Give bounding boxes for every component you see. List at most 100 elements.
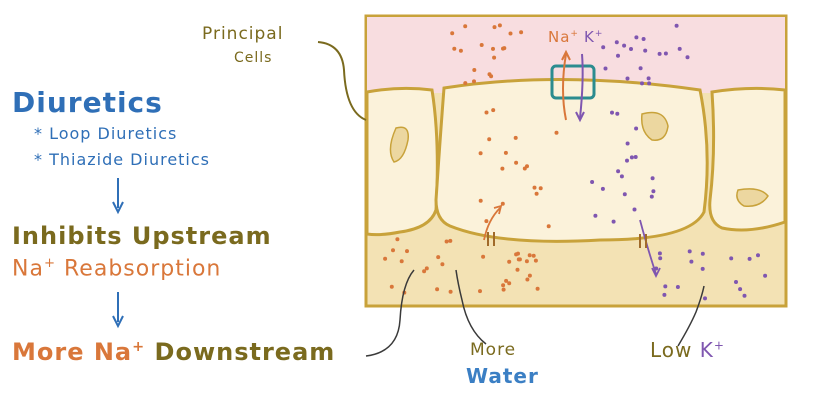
sodium-dot bbox=[472, 79, 476, 84]
potassium-dot bbox=[616, 169, 621, 174]
sodium-dot bbox=[524, 259, 529, 264]
sodium-dot bbox=[501, 283, 506, 288]
sodium-dot bbox=[538, 186, 543, 191]
reabsorption-word: Reabsorption bbox=[56, 256, 222, 282]
channel-na-plus: + bbox=[570, 29, 579, 39]
potassium-dot bbox=[649, 194, 654, 199]
potassium-dot bbox=[619, 174, 624, 179]
potassium-dot bbox=[747, 256, 752, 261]
sodium-dot bbox=[515, 267, 520, 272]
potassium-dot bbox=[657, 251, 662, 256]
sodium-dot bbox=[463, 24, 468, 29]
principal-label: Principal bbox=[202, 24, 284, 44]
basolateral-k-arrowhead bbox=[651, 267, 661, 279]
potassium-dot bbox=[638, 66, 643, 71]
sodium-dot bbox=[507, 281, 512, 286]
ion-channel-box bbox=[550, 64, 596, 100]
sodium-dot bbox=[502, 46, 507, 51]
potassium-dot bbox=[614, 40, 619, 45]
potassium-dot bbox=[703, 296, 707, 301]
water-label: Water bbox=[466, 364, 539, 388]
potassium-dot bbox=[625, 76, 630, 81]
sodium-dot bbox=[500, 166, 505, 171]
potassium-dot bbox=[687, 249, 692, 254]
potassium-dot bbox=[650, 176, 655, 181]
more-na-plus: + bbox=[132, 339, 146, 355]
sodium-dot bbox=[519, 30, 524, 35]
sodium-dot bbox=[458, 48, 463, 53]
potassium-dot bbox=[657, 51, 662, 56]
potassium-dot bbox=[663, 51, 668, 56]
sodium-dot bbox=[472, 68, 477, 72]
potassium-dot bbox=[658, 256, 663, 261]
sodium-dot bbox=[507, 259, 512, 264]
sodium-dot bbox=[391, 248, 395, 253]
sodium-dot bbox=[478, 151, 483, 156]
sodium-dot bbox=[514, 160, 519, 165]
more-na-downstream-text: More Na+ Downstream bbox=[12, 338, 335, 366]
sodium-dot bbox=[501, 287, 506, 292]
sodium-dot bbox=[399, 259, 404, 264]
sodium-dot bbox=[489, 74, 494, 79]
sodium-dot bbox=[514, 252, 519, 257]
potassium-dot bbox=[734, 280, 738, 284]
sodium-dot bbox=[531, 253, 536, 258]
principal-cell-left bbox=[365, 86, 439, 237]
cells-label: Cells bbox=[234, 50, 273, 66]
potassium-dot bbox=[647, 81, 652, 86]
sodium-dots bbox=[383, 23, 559, 295]
principal-cell-center bbox=[434, 77, 709, 243]
k-arrowhead bbox=[575, 111, 585, 123]
potassium-dot bbox=[622, 192, 627, 197]
sodium-dot bbox=[440, 262, 445, 267]
downstream-word: Downstream bbox=[145, 338, 336, 366]
potassium-dot bbox=[689, 259, 694, 264]
basolateral-na-arrowhead bbox=[493, 204, 503, 215]
potassium-dot bbox=[663, 284, 668, 289]
sodium-dot bbox=[492, 55, 497, 60]
sodium-dot bbox=[422, 269, 427, 274]
na-arrowhead bbox=[561, 49, 571, 61]
sodium-dot bbox=[532, 185, 537, 190]
downstream-callout bbox=[365, 269, 415, 357]
sodium-dot bbox=[527, 273, 532, 278]
sodium-dot bbox=[525, 277, 530, 282]
nucleus-right bbox=[736, 188, 769, 208]
potassium-dot bbox=[590, 180, 595, 184]
low-k-plus: + bbox=[713, 338, 725, 353]
potassium-dot bbox=[629, 155, 634, 160]
potassium-dot bbox=[742, 293, 747, 298]
water-callout bbox=[455, 269, 487, 345]
potassium-dot bbox=[634, 35, 639, 40]
sodium-dot bbox=[492, 25, 497, 30]
potassium-dot bbox=[641, 37, 646, 41]
sodium-dot bbox=[504, 278, 509, 283]
sodium-dot bbox=[491, 108, 496, 113]
sodium-dot bbox=[435, 287, 440, 292]
potassium-dot bbox=[662, 292, 667, 297]
inhibits-upstream-text: Inhibits Upstream bbox=[12, 222, 272, 250]
channel-na-label: Na+ bbox=[548, 28, 579, 46]
potassium-dot bbox=[643, 48, 648, 53]
sodium-dot bbox=[508, 31, 513, 36]
channel-na-text: Na bbox=[548, 28, 571, 46]
sodium-dot bbox=[452, 46, 457, 51]
potassium-dot bbox=[625, 141, 630, 146]
potassium-dot bbox=[615, 111, 620, 116]
potassium-dot bbox=[729, 256, 734, 261]
channel-k-text: K bbox=[584, 28, 595, 46]
potassium-dot bbox=[646, 76, 651, 81]
potassium-dot bbox=[634, 126, 639, 131]
low-k-callout bbox=[677, 285, 705, 347]
nucleus-center bbox=[640, 111, 669, 141]
sodium-dot bbox=[554, 130, 559, 135]
sodium-dot bbox=[516, 257, 521, 262]
potassium-dot bbox=[625, 158, 629, 163]
sodium-dot bbox=[436, 255, 441, 260]
more-label: More bbox=[470, 340, 517, 360]
low-k-label: Low K+ bbox=[650, 338, 725, 362]
k-secretion-arrow bbox=[579, 53, 584, 119]
potassium-dot bbox=[600, 186, 605, 191]
principal-cells-callout bbox=[317, 41, 367, 121]
potassium-dot bbox=[593, 213, 598, 218]
